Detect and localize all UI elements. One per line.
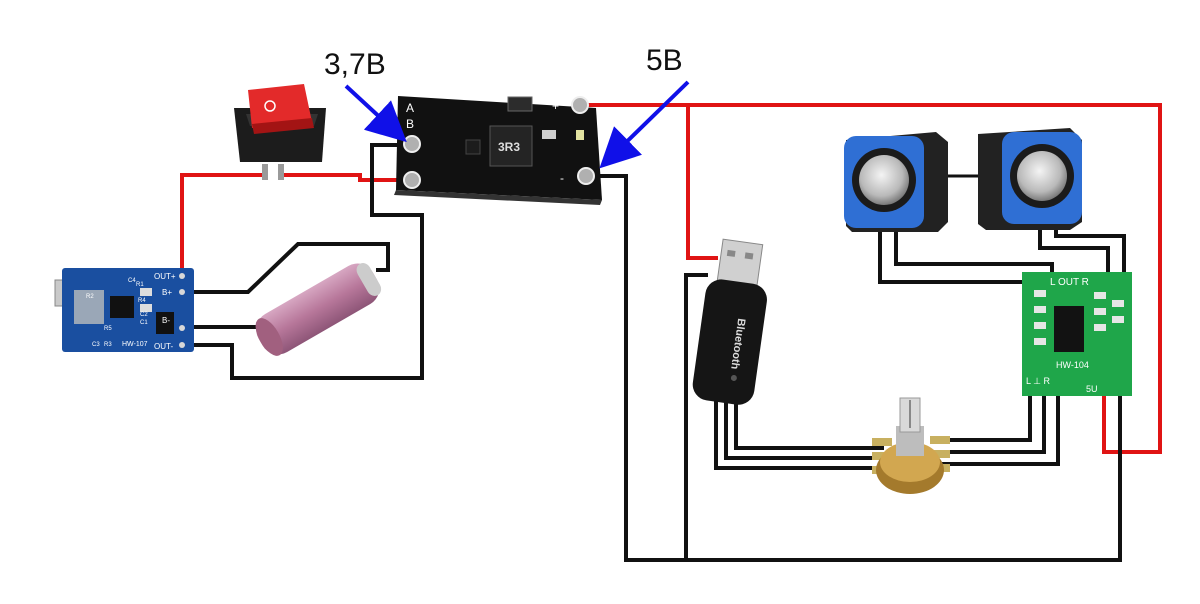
boost-inductor-marking: 3R3 (498, 140, 520, 154)
boost-pin-plus: + (552, 99, 559, 113)
wires (180, 103, 1162, 562)
red-wire-switch-to-boost (280, 173, 410, 182)
charger-pin-b-plus: B+ (162, 288, 172, 297)
red-wire-charger-to-switch (180, 173, 264, 280)
battery-18650 (255, 263, 382, 356)
amplifier-board: L OUT R HW-104 L ⊥ R 5U (1022, 272, 1132, 396)
charger-board: HW-107 OUT+ B+ B- OUT- R2 R1 R4 R5 R3 C1… (54, 268, 194, 352)
black-wire-pot-to-amp-1 (938, 390, 1032, 442)
charger-pin-b-minus: B- (162, 316, 170, 325)
red-wire-5v-bus (578, 103, 1162, 454)
amp-supply-label: 5U (1086, 384, 1098, 394)
charger-comp-c1: C1 (140, 320, 148, 326)
black-wire-battery-plus (188, 242, 390, 294)
rocker-switch (234, 84, 326, 180)
charger-comp-r3: R3 (104, 342, 112, 348)
arrow-3-7v (344, 84, 407, 143)
black-wire-audio-3 (734, 398, 884, 450)
boost-pin-a: A (406, 101, 414, 115)
amp-model-label: HW-104 (1056, 360, 1089, 370)
arrow-5v (599, 80, 690, 169)
black-wire-audio-2 (724, 398, 884, 460)
black-wire-left-speaker-b (894, 223, 1054, 277)
label-5v: 5В (646, 44, 683, 77)
red-wire-5v-to-dongle (686, 103, 718, 260)
boost-pin-minus: - (560, 171, 564, 185)
charger-comp-r5: R5 (104, 326, 112, 332)
black-wire-pot-to-amp-3 (938, 390, 1060, 466)
label-3-7v: 3,7В (324, 48, 386, 81)
charger-comp-r2: R2 (86, 294, 94, 300)
charger-pin-out-minus: OUT- (154, 342, 173, 351)
charger-comp-r1: R1 (136, 282, 144, 288)
amp-input-label: L ⊥ R (1026, 376, 1051, 386)
black-wire-ground-bus (590, 174, 1122, 562)
potentiometer (872, 397, 950, 494)
speaker-right (978, 128, 1082, 230)
charger-model-label: HW-107 (122, 341, 148, 348)
black-wire-ground-to-dongle (684, 273, 708, 562)
boost-converter-board: 3R3 A B + - (394, 96, 602, 205)
charger-comp-c4: C4 (128, 278, 136, 284)
charger-comp-c3: C3 (92, 342, 100, 348)
charger-comp-c2: C2 (140, 312, 148, 318)
black-wire-right-speaker-a (1038, 220, 1110, 277)
boost-pin-b: B (406, 117, 414, 131)
amp-output-label: L OUT R (1050, 277, 1089, 288)
black-wire-left-speaker-a (878, 223, 1042, 284)
speaker-left (844, 132, 948, 232)
black-wire-audio-1 (714, 398, 884, 470)
black-wire-out-minus (188, 143, 424, 380)
charger-comp-r4: R4 (138, 298, 146, 304)
bluetooth-dongle: Bluetooth (692, 238, 767, 405)
charger-pin-out-plus: OUT+ (154, 272, 176, 281)
black-wire-pot-to-amp-2 (938, 390, 1046, 454)
